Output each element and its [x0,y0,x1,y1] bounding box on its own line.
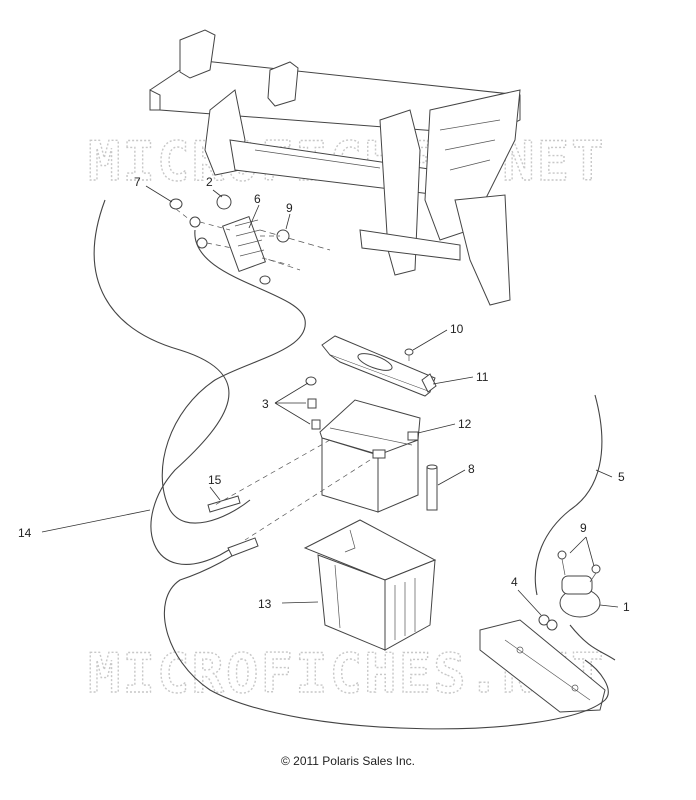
hardware-cluster [169,194,291,272]
callout-11: 11 [476,370,489,384]
nut-4 [538,614,558,631]
callout-9-bottom: 9 [580,521,587,535]
cable-5 [534,394,603,596]
callout-3: 3 [262,397,269,411]
terminal-bolts [305,376,321,430]
frame-assembly [149,29,521,306]
leader-lines [41,185,619,616]
callout-13: 13 [258,597,272,611]
callout-2: 2 [206,175,213,189]
ground-cable-15 [161,229,306,557]
callout-1: 1 [623,600,630,614]
solenoid-assembly [479,550,606,713]
battery-hold-down-bracket [321,335,437,397]
screw-10 [404,348,414,361]
battery-box [303,519,437,651]
callout-6: 6 [254,192,261,206]
callout-12: 12 [458,417,472,431]
copyright-notice: © 2011 Polaris Sales Inc. [280,754,416,768]
callout-14: 14 [18,526,32,540]
callout-9-top: 9 [286,201,293,215]
callout-7: 7 [134,175,141,189]
callout-15: 15 [208,473,222,487]
callout-8: 8 [468,462,475,476]
vent-tube [426,464,438,511]
solenoid-wires [214,439,616,661]
callout-10: 10 [450,322,464,336]
callout-4: 4 [511,575,518,589]
callout-labels: 7 2 6 9 10 11 3 12 8 5 15 9 14 4 13 1 [18,175,630,614]
battery [319,399,421,513]
callout-5: 5 [618,470,625,484]
